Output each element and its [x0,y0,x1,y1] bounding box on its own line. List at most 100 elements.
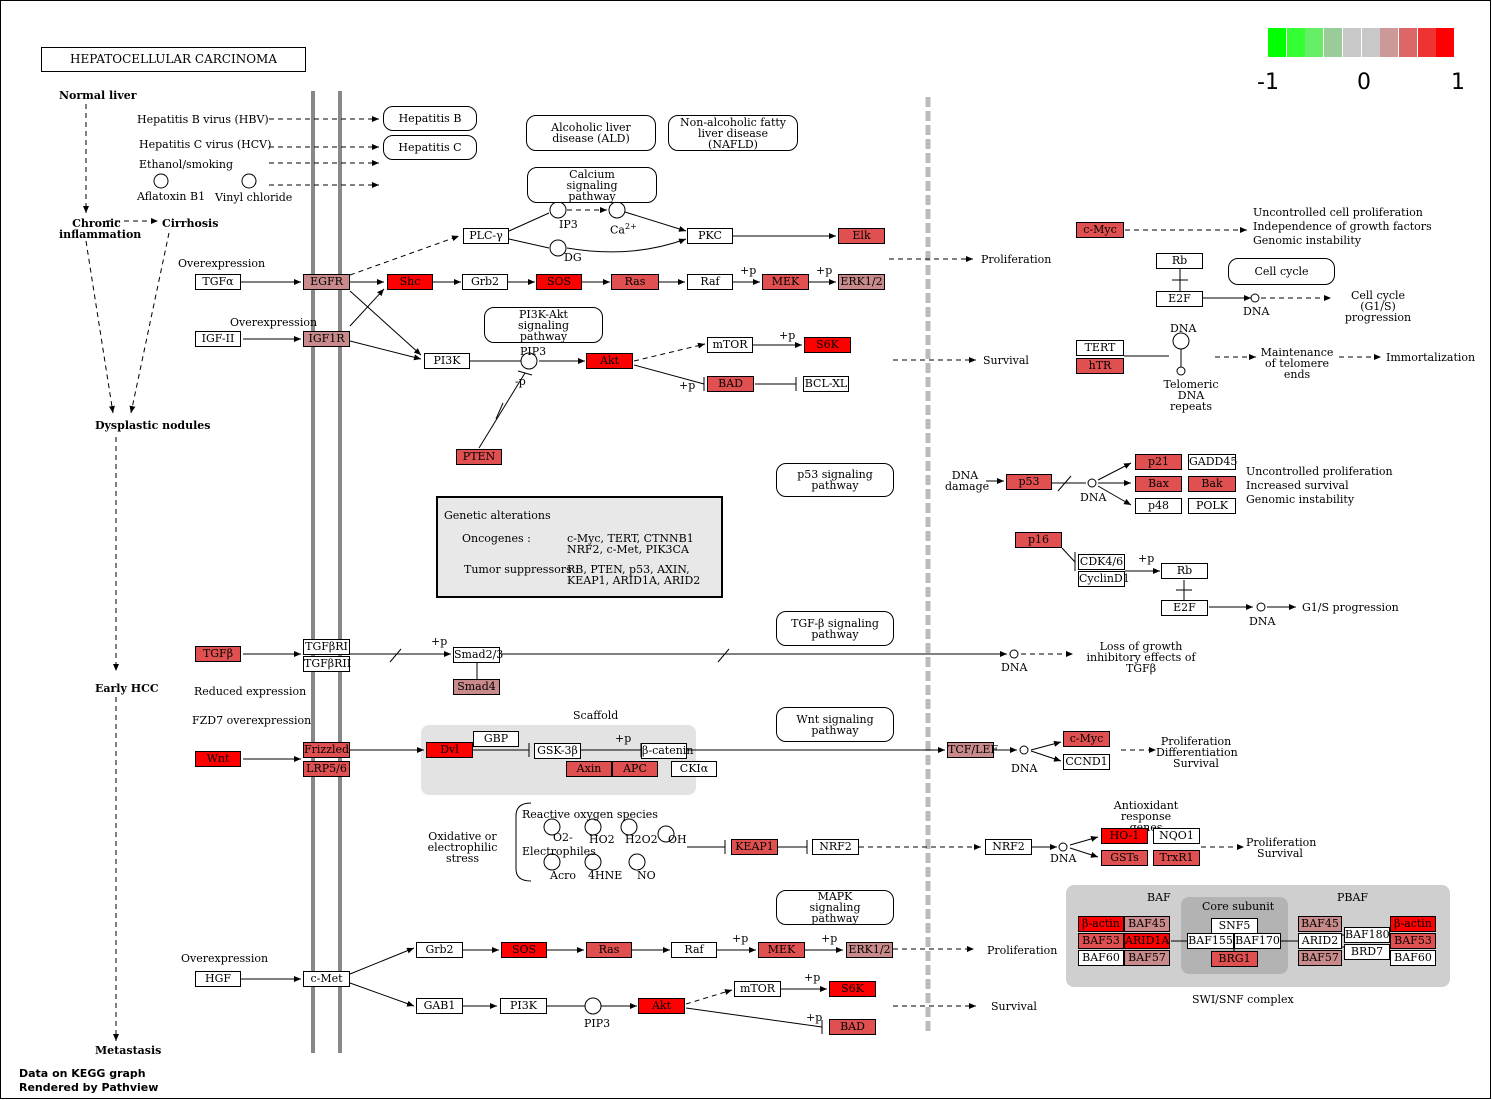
gene-node[interactable]: BAF53 [1390,933,1436,949]
gene-node[interactable]: MEK [758,942,805,958]
gene-node[interactable]: PI3K [500,998,547,1014]
gene-node[interactable]: BRG1 [1211,951,1258,967]
gene-node[interactable]: GAB1 [416,998,463,1014]
hepatitis-b-pathway[interactable]: Hepatitis B [383,106,477,131]
gene-node[interactable]: BAF155 [1187,933,1234,949]
gene-node[interactable]: ERK1/2 [838,274,885,290]
gene-node[interactable]: Raf [671,942,717,958]
gene-node[interactable]: KEAP1 [731,839,778,855]
gene-node[interactable]: EGFR [303,274,350,290]
gene-node[interactable]: BAF60 [1078,950,1124,966]
gene-node[interactable]: BAF53 [1078,933,1124,949]
gene-node[interactable]: SOS [536,274,582,290]
ald-pathway[interactable]: Alcoholic liver disease (ALD) [526,115,656,151]
gene-node[interactable]: TERT [1076,340,1124,356]
gene-node[interactable]: GBP [473,731,519,747]
gene-node[interactable]: TrxR1 [1153,850,1200,866]
gene-node[interactable]: BCL-XL [803,376,849,392]
gene-node[interactable]: S6K [829,981,876,997]
gene-node[interactable]: TGFβRI [303,639,350,655]
gene-node[interactable]: POLK [1188,498,1236,514]
gene-node[interactable]: BAF60 [1390,950,1436,966]
gene-node[interactable]: Akt [638,998,685,1014]
gene-node[interactable]: CKIα [671,761,717,777]
wnt-pathway[interactable]: Wnt signaling pathway [776,707,894,742]
gene-node[interactable]: MEK [762,274,809,290]
gene-node[interactable]: APC [612,761,658,777]
gene-node[interactable]: Grb2 [416,942,463,958]
gene-node[interactable]: Dvl [426,742,473,758]
gene-node[interactable]: BAF45 [1124,916,1170,932]
gene-node[interactable]: HGF [195,971,241,987]
gene-node[interactable]: S6K [804,337,851,353]
gene-node[interactable]: NQO1 [1153,828,1200,844]
gene-node[interactable]: Bak [1188,476,1236,492]
gene-node[interactable]: PLC-γ [463,228,509,244]
gene-node[interactable]: PKC [687,228,733,244]
gene-node[interactable]: p16 [1015,532,1062,548]
gene-node[interactable]: LRP5/6 [303,761,350,777]
gene-node[interactable]: HO-1 [1101,828,1148,844]
gene-node[interactable]: Raf [687,274,733,290]
mapk-pathway[interactable]: MAPK signaling pathway [776,890,894,925]
nafld-pathway[interactable]: Non-alcoholic fatty liver disease (NAFLD… [668,115,798,151]
gene-node[interactable]: GSTs [1101,850,1148,866]
gene-node[interactable]: β-actin [1390,916,1436,932]
gene-node[interactable]: p48 [1135,498,1182,514]
cell-cycle-pathway[interactable]: Cell cycle [1228,258,1335,285]
gene-node[interactable]: GSK-3β [534,743,581,759]
gene-node[interactable]: Rb [1156,253,1203,269]
gene-node[interactable]: c-Myc [1063,731,1110,747]
gene-node[interactable]: β-actin [1078,916,1124,932]
gene-node[interactable]: BAF45 [1298,916,1342,932]
gene-node[interactable]: BAF180 [1344,927,1390,943]
gene-node[interactable]: Shc [387,274,433,290]
gene-node[interactable]: IGF1R [303,331,350,347]
gene-node[interactable]: E2F [1156,291,1203,307]
gene-node[interactable]: IGF-II [195,331,241,347]
gene-node[interactable]: Rb [1161,563,1208,579]
gene-node[interactable]: SOS [501,942,547,958]
gene-node[interactable]: Ras [611,274,659,290]
gene-node[interactable]: Axin [566,761,612,777]
gene-node[interactable]: ARID1A [1124,933,1170,949]
gene-node[interactable]: CCND1 [1063,754,1110,770]
gene-node[interactable]: BAD [707,376,754,392]
gene-node[interactable]: Ras [586,942,632,958]
gene-node[interactable]: Frizzled [303,742,350,758]
gene-node[interactable]: ERK1/2 [846,942,893,958]
gene-node[interactable]: β-catenin [641,743,694,759]
gene-node[interactable]: TCF/LEF [947,742,999,758]
gene-node[interactable]: TGFβRII [303,656,352,672]
gene-node[interactable]: PTEN [456,449,502,465]
gene-node[interactable]: Smad2/3 [453,647,504,663]
gene-node[interactable]: hTR [1076,358,1124,374]
gene-node[interactable]: BAD [829,1019,876,1035]
gene-node[interactable]: Grb2 [462,274,508,290]
tgfb-pathway[interactable]: TGF-β signaling pathway [776,611,894,646]
gene-node[interactable]: CyclinD1 [1078,571,1130,587]
gene-node[interactable]: TGFα [195,274,241,290]
gene-node[interactable]: BRD7 [1344,944,1390,960]
calcium-pathway[interactable]: Calcium signaling pathway [527,167,657,203]
gene-node[interactable]: PI3K [424,353,470,369]
gene-node[interactable]: Smad4 [453,679,500,695]
gene-node[interactable]: E2F [1161,600,1208,616]
gene-node[interactable]: BAF57 [1298,950,1342,966]
gene-node[interactable]: Bax [1135,476,1182,492]
p53-pathway[interactable]: p53 signaling pathway [776,463,894,497]
gene-node[interactable]: BAF57 [1124,950,1170,966]
gene-node[interactable]: BAF170 [1234,933,1281,949]
hepatitis-c-pathway[interactable]: Hepatitis C [383,135,477,160]
gene-node[interactable]: SNF5 [1211,918,1258,934]
gene-node[interactable]: c-Met [303,971,350,987]
gene-node[interactable]: c-Myc [1076,222,1124,238]
gene-node[interactable]: TGFβ [195,646,241,662]
gene-node[interactable]: Elk [838,228,885,244]
gene-node[interactable]: p21 [1135,454,1182,470]
gene-node[interactable]: NRF2 [985,839,1032,855]
gene-node[interactable]: NRF2 [812,839,859,855]
gene-node[interactable]: p53 [1006,474,1052,490]
gene-node[interactable]: ARID2 [1298,933,1342,949]
gene-node[interactable]: mTOR [734,981,781,997]
